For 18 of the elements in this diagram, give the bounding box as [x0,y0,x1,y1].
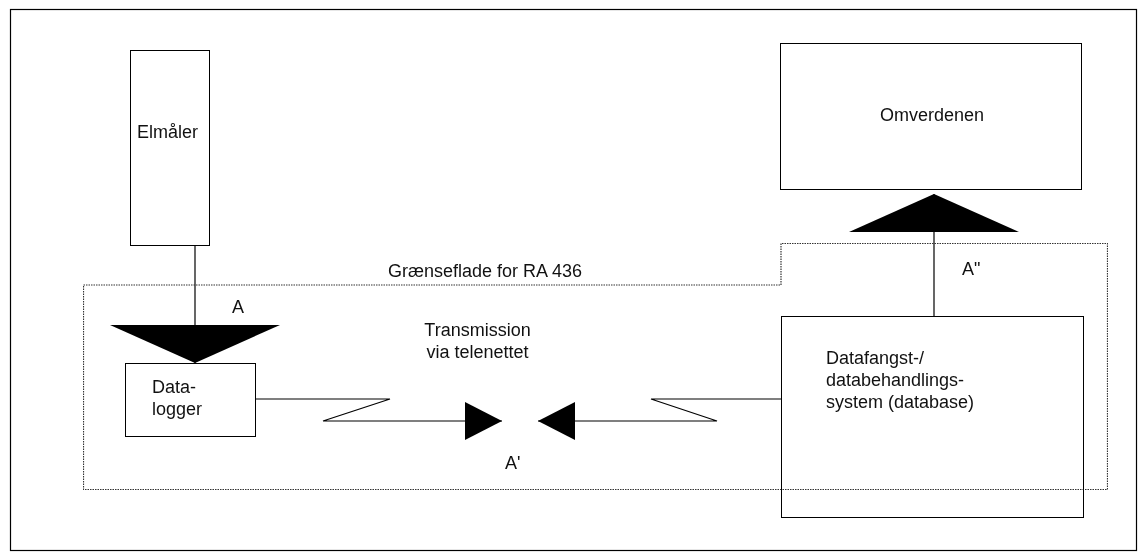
node-label: Data-logger [152,376,204,420]
process-box [781,316,1084,518]
edge-label: A" [962,258,981,280]
arrow [537,398,782,440]
node-label: Grænseflade for RA 436 [388,260,584,282]
boundary-region [83,243,1108,490]
arrow [110,245,280,364]
arrow [849,193,1019,317]
arrow [255,398,503,440]
annotation-text: A' [505,452,521,474]
annotation-text: Transmission via telenettet [423,319,532,363]
process-box [780,43,1082,190]
process-box [130,50,210,246]
edge-label: A [232,296,244,318]
node-label: Elmåler [137,121,199,143]
process-box [125,363,256,437]
node-label: Omverdenen [878,104,986,126]
node-label: Datafangst-/ databehandlings- system (database) [826,347,976,413]
